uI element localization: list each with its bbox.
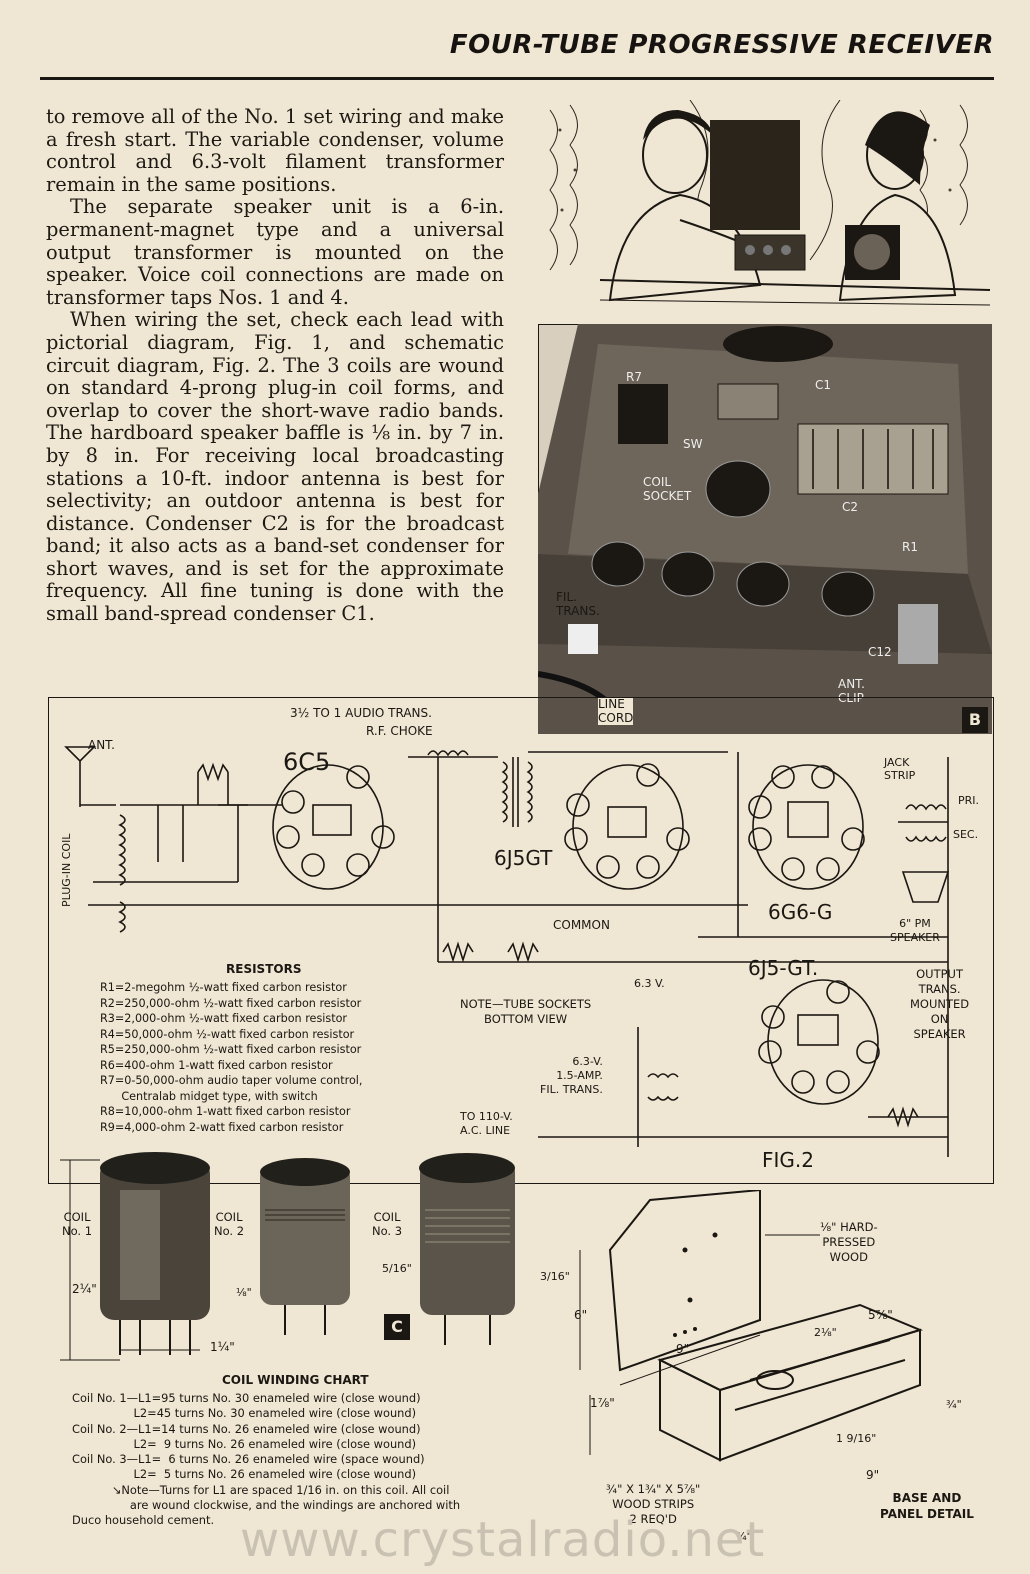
schem-fig-label: FIG.2 bbox=[762, 1148, 814, 1172]
resistors-title: RESISTORS bbox=[226, 962, 302, 976]
schem-tube-6g6g: 6G6-G bbox=[768, 900, 833, 924]
coil-label-3: COIL No. 3 bbox=[372, 1210, 403, 1238]
coil-chart-line: L2= 9 turns No. 26 enameled wire (close … bbox=[72, 1436, 417, 1451]
base-dim-5-7-8: 5⅞" bbox=[868, 1308, 893, 1322]
schem-pri: PRI. bbox=[958, 794, 980, 807]
svg-text:PLUG-IN COIL: PLUG-IN COIL bbox=[60, 833, 73, 907]
base-dim-1-9-16: 1 9/16" bbox=[836, 1432, 877, 1445]
resistor-item: R6=400-ohm 1-watt fixed carbon resistor bbox=[100, 1058, 333, 1072]
schem-jack-strip: JACK STRIP bbox=[884, 756, 916, 782]
resistor-item: R4=50,000-ohm ½-watt fixed carbon resist… bbox=[100, 1027, 355, 1041]
schem-tube-6j5gt: 6J5GT bbox=[494, 846, 553, 870]
base-label-hardwood: ⅛" HARD- PRESSED WOOD bbox=[820, 1220, 878, 1264]
watermark: www.crystalradio.net bbox=[240, 1512, 766, 1568]
figure-badge-c: C bbox=[384, 1314, 410, 1340]
couple-radio-illustration bbox=[540, 100, 990, 320]
coil-dim-height: 2¼" bbox=[72, 1282, 97, 1296]
resistors-list: R1=2-megohm ½-watt fixed carbon resistor… bbox=[100, 980, 362, 1135]
schem-audio-trans: 3½ TO 1 AUDIO TRANS. bbox=[290, 706, 432, 720]
resistor-item: R8=10,000-ohm 1-watt fixed carbon resist… bbox=[100, 1105, 351, 1118]
coil-chart-line: L2=45 turns No. 30 enameled wire (close … bbox=[72, 1406, 417, 1421]
schem-sec: SEC. bbox=[953, 828, 979, 841]
schem-output-trans: OUTPUT TRANS. MOUNTED ON SPEAKER bbox=[910, 967, 970, 1041]
photo-label-c2: C2 bbox=[842, 500, 859, 514]
header-rule bbox=[40, 77, 994, 80]
schem-tube-6j5-gt: 6J5-GT. bbox=[748, 956, 819, 980]
photo-label-c12: C12 bbox=[868, 645, 892, 659]
photo-label-c1: C1 bbox=[815, 378, 832, 392]
coil-chart-list: Coil No. 1—L1=95 turns No. 30 enameled w… bbox=[72, 1391, 460, 1529]
photo-label-coil-socket: COIL SOCKET bbox=[643, 475, 692, 503]
page-header-title: FOUR-TUBE PROGRESSIVE RECEIVER bbox=[449, 30, 994, 60]
schem-note-sockets: NOTE—TUBE SOCKETS BOTTOM VIEW bbox=[460, 997, 592, 1026]
resistor-item: R1=2-megohm ½-watt fixed carbon resistor bbox=[100, 981, 347, 994]
schem-speaker: 6" PM SPEAKER bbox=[890, 917, 940, 944]
coil-chart-title: COIL WINDING CHART bbox=[222, 1373, 369, 1387]
schem-fil-trans: 6.3-V. 1.5-AMP. FIL. TRANS. bbox=[540, 1055, 603, 1096]
figure-badge-b: B bbox=[962, 707, 988, 733]
article-body: to remove all of the No. 1 set wiring an… bbox=[46, 105, 504, 626]
coil-chart-line: Coil No. 3—L1= 6 turns No. 26 enameled w… bbox=[72, 1452, 425, 1467]
schem-to-110v: TO 110-V. A.C. LINE bbox=[460, 1110, 513, 1137]
paragraph: to remove all of the No. 1 set wiring an… bbox=[46, 105, 504, 196]
schem-common: COMMON bbox=[553, 918, 610, 932]
base-dim-3-4-right: ¾" bbox=[946, 1398, 962, 1411]
resistor-item: R2=250,000-ohm ½-watt fixed carbon resis… bbox=[100, 996, 362, 1010]
coil-dim-width: 1¼" bbox=[210, 1340, 235, 1354]
resistor-item: R9=4,000-ohm 2-watt fixed carbon resisto… bbox=[100, 1120, 344, 1134]
coils-photo bbox=[60, 1152, 515, 1361]
coil-chart-line: Coil No. 2—L1=14 turns No. 26 enameled w… bbox=[72, 1421, 421, 1436]
coil-dim-3-16: 3/16" bbox=[540, 1270, 570, 1283]
resistor-item: Centralab midget type, with switch bbox=[100, 1089, 318, 1103]
coil-label-1: COIL No. 1 bbox=[62, 1210, 93, 1238]
schem-ant: ANT. bbox=[88, 738, 115, 752]
schem-tube-6c5: 6C5 bbox=[283, 748, 331, 776]
photo-label-r7: R7 bbox=[626, 370, 642, 384]
base-dim-6: 6" bbox=[574, 1308, 588, 1322]
resistor-item: R7=0-50,000-ohm audio taper volume contr… bbox=[100, 1074, 363, 1087]
base-label-strips: ¾" X 1¾" X 5⅞" WOOD STRIPS 2 REQ'D bbox=[606, 1482, 701, 1526]
base-detail-title: BASE AND PANEL DETAIL bbox=[880, 1491, 974, 1521]
base-dim-9-panel: 9" bbox=[676, 1342, 690, 1356]
paragraph: The separate speaker unit is a 6-in. per… bbox=[46, 195, 504, 309]
photo-label-line-cord: LINE CORD bbox=[598, 697, 634, 725]
paragraph: When wiring the set, check each lead wit… bbox=[46, 308, 504, 626]
photo-label-sw: SW bbox=[683, 437, 703, 451]
coil-chart-line: L2= 5 turns No. 26 enameled wire (close … bbox=[72, 1467, 417, 1482]
base-dim-1-7-8: 1⅞" bbox=[590, 1396, 615, 1410]
photo-label-fil-trans: FIL. TRANS. bbox=[556, 590, 600, 618]
base-dim-3-4-bottom: ¾" bbox=[736, 1530, 752, 1543]
base-panel-drawing bbox=[579, 1190, 923, 1462]
schem-rf-choke: R.F. CHOKE bbox=[366, 724, 433, 738]
base-dim-9-base: 9" bbox=[866, 1468, 880, 1482]
coil-chart-line: ↘Note—Turns for L1 are spaced 1/16 in. o… bbox=[72, 1482, 450, 1497]
coil-chart-line: Duco household cement. bbox=[72, 1513, 215, 1528]
chassis-photo bbox=[538, 324, 992, 734]
base-dim-2-1-8: 2⅛" bbox=[814, 1326, 837, 1339]
resistor-item: R5=250,000-ohm ½-watt fixed carbon resis… bbox=[100, 1043, 362, 1056]
coil-chart-line: Coil No. 1—L1=95 turns No. 30 enameled w… bbox=[72, 1391, 421, 1405]
photo-label-r1: R1 bbox=[902, 540, 918, 554]
coil-label-2: COIL No. 2 bbox=[214, 1210, 245, 1238]
coil-dim-eighth: ⅛" bbox=[236, 1286, 252, 1299]
coil-dim-5-16: 5/16" bbox=[382, 1262, 412, 1275]
schematic-diagram: PLUG-IN COIL bbox=[48, 697, 994, 1184]
resistor-item: R3=2,000-ohm ½-watt fixed carbon resisto… bbox=[100, 1012, 348, 1025]
schem-6-3v: 6.3 V. bbox=[634, 977, 665, 990]
coil-chart-line: are wound clockwise, and the windings ar… bbox=[72, 1498, 461, 1513]
